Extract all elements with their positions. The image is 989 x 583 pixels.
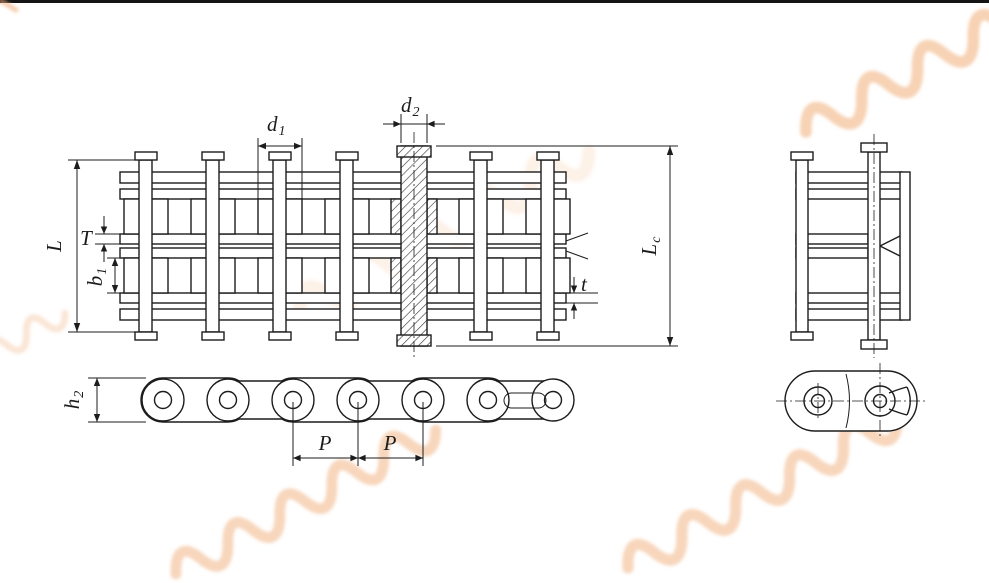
clip-fork bbox=[879, 235, 901, 247]
dim-L: L bbox=[42, 159, 136, 333]
dim-label-t: t bbox=[581, 272, 588, 296]
dim-label-d1: d1 bbox=[267, 112, 286, 139]
bushing-section bbox=[426, 257, 438, 294]
view-connecting-link-end bbox=[790, 134, 911, 358]
pin-head bbox=[268, 331, 292, 341]
pin-head bbox=[790, 331, 814, 341]
pin-head bbox=[134, 331, 158, 341]
pin-head bbox=[469, 331, 493, 341]
pin-head bbox=[335, 151, 359, 161]
dim-label-d2: d2 bbox=[401, 93, 420, 120]
dim-h2: h2 bbox=[60, 377, 146, 423]
plate-strip bbox=[795, 188, 903, 200]
pin bbox=[339, 159, 354, 333]
plate-strip bbox=[795, 308, 903, 321]
pin-hole bbox=[543, 390, 563, 410]
pin-head bbox=[134, 151, 158, 161]
pin bbox=[540, 159, 555, 333]
pin-hole bbox=[478, 390, 498, 410]
dim-label-T: T bbox=[80, 226, 93, 250]
dim-P: P P bbox=[292, 402, 424, 466]
dim-label-P-left: P bbox=[318, 431, 332, 455]
spring-clip bbox=[888, 386, 908, 394]
dim-label-L: L bbox=[42, 240, 66, 253]
dim-d2: d2 bbox=[383, 93, 445, 143]
clip-fork bbox=[879, 245, 901, 257]
view-connecting-link-top bbox=[776, 363, 926, 439]
pin-head bbox=[790, 151, 814, 161]
dim-Lc: Lc bbox=[436, 145, 678, 347]
pin-hole bbox=[153, 390, 173, 410]
pin bbox=[795, 159, 809, 333]
dim-label-Lc: Lc bbox=[637, 236, 664, 257]
dim-d1: d1 bbox=[257, 112, 303, 199]
spring-clip bbox=[888, 408, 908, 416]
bushing-section bbox=[390, 198, 402, 235]
watermark-corner-mark bbox=[0, 0, 19, 13]
plate-strip bbox=[795, 292, 903, 304]
pin bbox=[473, 159, 488, 333]
connecting-pin bbox=[396, 132, 432, 360]
dim-t: t bbox=[566, 272, 598, 319]
pin-head bbox=[536, 331, 560, 341]
pin bbox=[272, 159, 287, 333]
pin bbox=[205, 159, 220, 333]
middle-plate-fork bbox=[565, 232, 589, 260]
pin-head bbox=[268, 151, 292, 161]
plate-strip bbox=[795, 171, 903, 184]
pin bbox=[138, 159, 153, 333]
pin-head bbox=[469, 151, 493, 161]
dim-label-b1: b1 bbox=[83, 268, 110, 287]
dim-label-h2: h2 bbox=[60, 391, 87, 410]
clip-slot bbox=[503, 392, 547, 409]
clip-plate-edge bbox=[845, 373, 850, 429]
pins bbox=[134, 151, 560, 341]
dim-b1: b1 bbox=[83, 257, 122, 294]
dim-T: T bbox=[80, 216, 122, 262]
bushing-section bbox=[390, 257, 402, 294]
view-chain-side: h2 P P bbox=[60, 377, 575, 466]
pin-head bbox=[536, 151, 560, 161]
top-border bbox=[0, 0, 989, 3]
cover-plate bbox=[899, 171, 911, 321]
dim-label-P-right: P bbox=[383, 431, 397, 455]
pin-hole bbox=[218, 390, 238, 410]
pin-head bbox=[335, 331, 359, 341]
pin-head bbox=[201, 151, 225, 161]
bushing-section bbox=[426, 198, 438, 235]
pin-head bbox=[201, 331, 225, 341]
view-duplex-section: d1 d2 L T bbox=[42, 93, 678, 360]
